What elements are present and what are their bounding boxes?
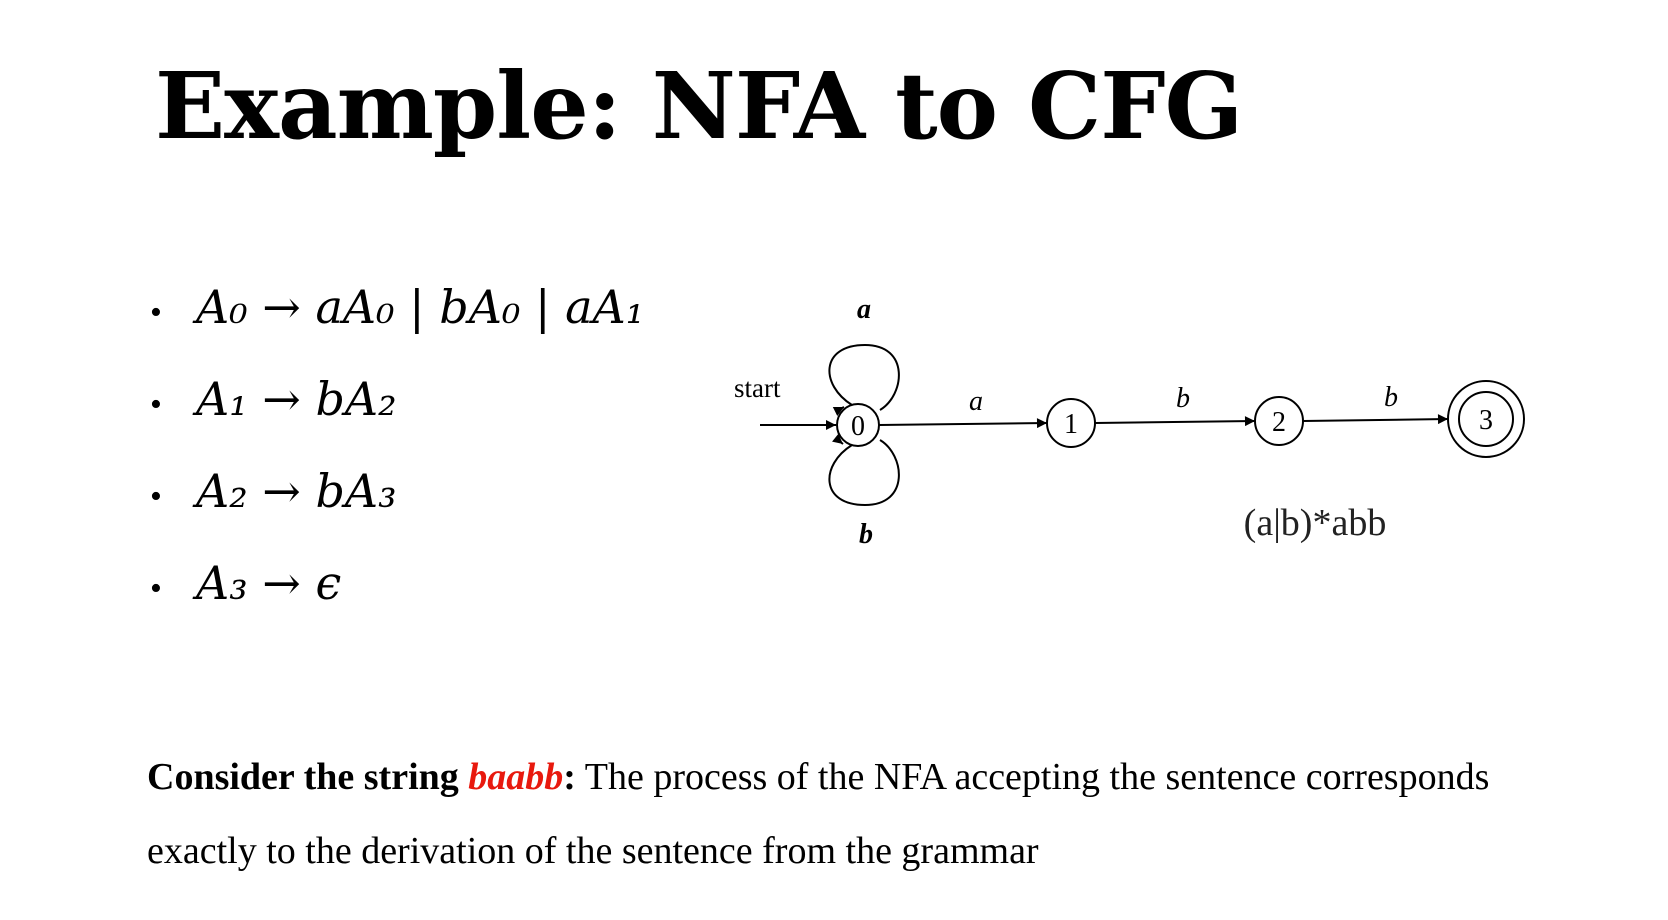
edge-0-1-label: a <box>969 386 983 417</box>
highlighted-string: baabb <box>468 756 564 798</box>
loop-a <box>828 343 900 411</box>
page-title: Example: NFA to CFG <box>155 52 1243 160</box>
grammar-rules: • A₀ → aA₀ | bA₀ | aA₁ • A₁ → bA₂ • A₂ → bA… <box>150 280 644 648</box>
explanation-paragraph: Consider the string baabb: The process o… <box>147 740 1597 888</box>
rule-item: • A₂ → bA₃ <box>150 464 644 556</box>
para-colon: : <box>563 756 576 798</box>
loop-b <box>828 439 900 507</box>
edge-0-1 <box>878 418 1048 429</box>
rule-item: • A₃ → ϵ <box>150 556 644 648</box>
state-1-label: 1 <box>1064 409 1078 440</box>
rule-text: A₃ → ϵ <box>196 556 342 610</box>
bullet: • <box>150 294 162 331</box>
state-3-label: 3 <box>1479 405 1493 436</box>
para-rest: The process of the NFA accepting the sen… <box>147 756 1490 872</box>
rule-item: • A₀ → aA₀ | bA₀ | aA₁ <box>150 280 644 372</box>
rule-item: • A₁ → bA₂ <box>150 372 644 464</box>
regex-label: (a|b)*abb <box>1244 502 1387 544</box>
rule-text: A₀ → aA₀ | bA₀ | aA₁ <box>196 280 645 334</box>
bullet: • <box>150 386 162 423</box>
state-0-label: 0 <box>851 411 865 442</box>
edge-1-2 <box>1094 416 1256 427</box>
edge-2-3-label: b <box>1384 382 1398 413</box>
para-lead: Consider the string <box>147 756 469 798</box>
rule-text: A₂ → bA₃ <box>196 464 397 518</box>
loop-b-label: b <box>859 519 873 550</box>
loop-a-label: a <box>857 294 871 325</box>
start-label: start <box>734 373 781 403</box>
edge-1-2-label: b <box>1176 383 1190 414</box>
rule-text: A₁ → bA₂ <box>196 372 397 426</box>
bullet: • <box>150 478 162 515</box>
edge-2-3 <box>1302 414 1449 425</box>
bullet: • <box>150 570 162 607</box>
state-2-label: 2 <box>1272 407 1286 438</box>
